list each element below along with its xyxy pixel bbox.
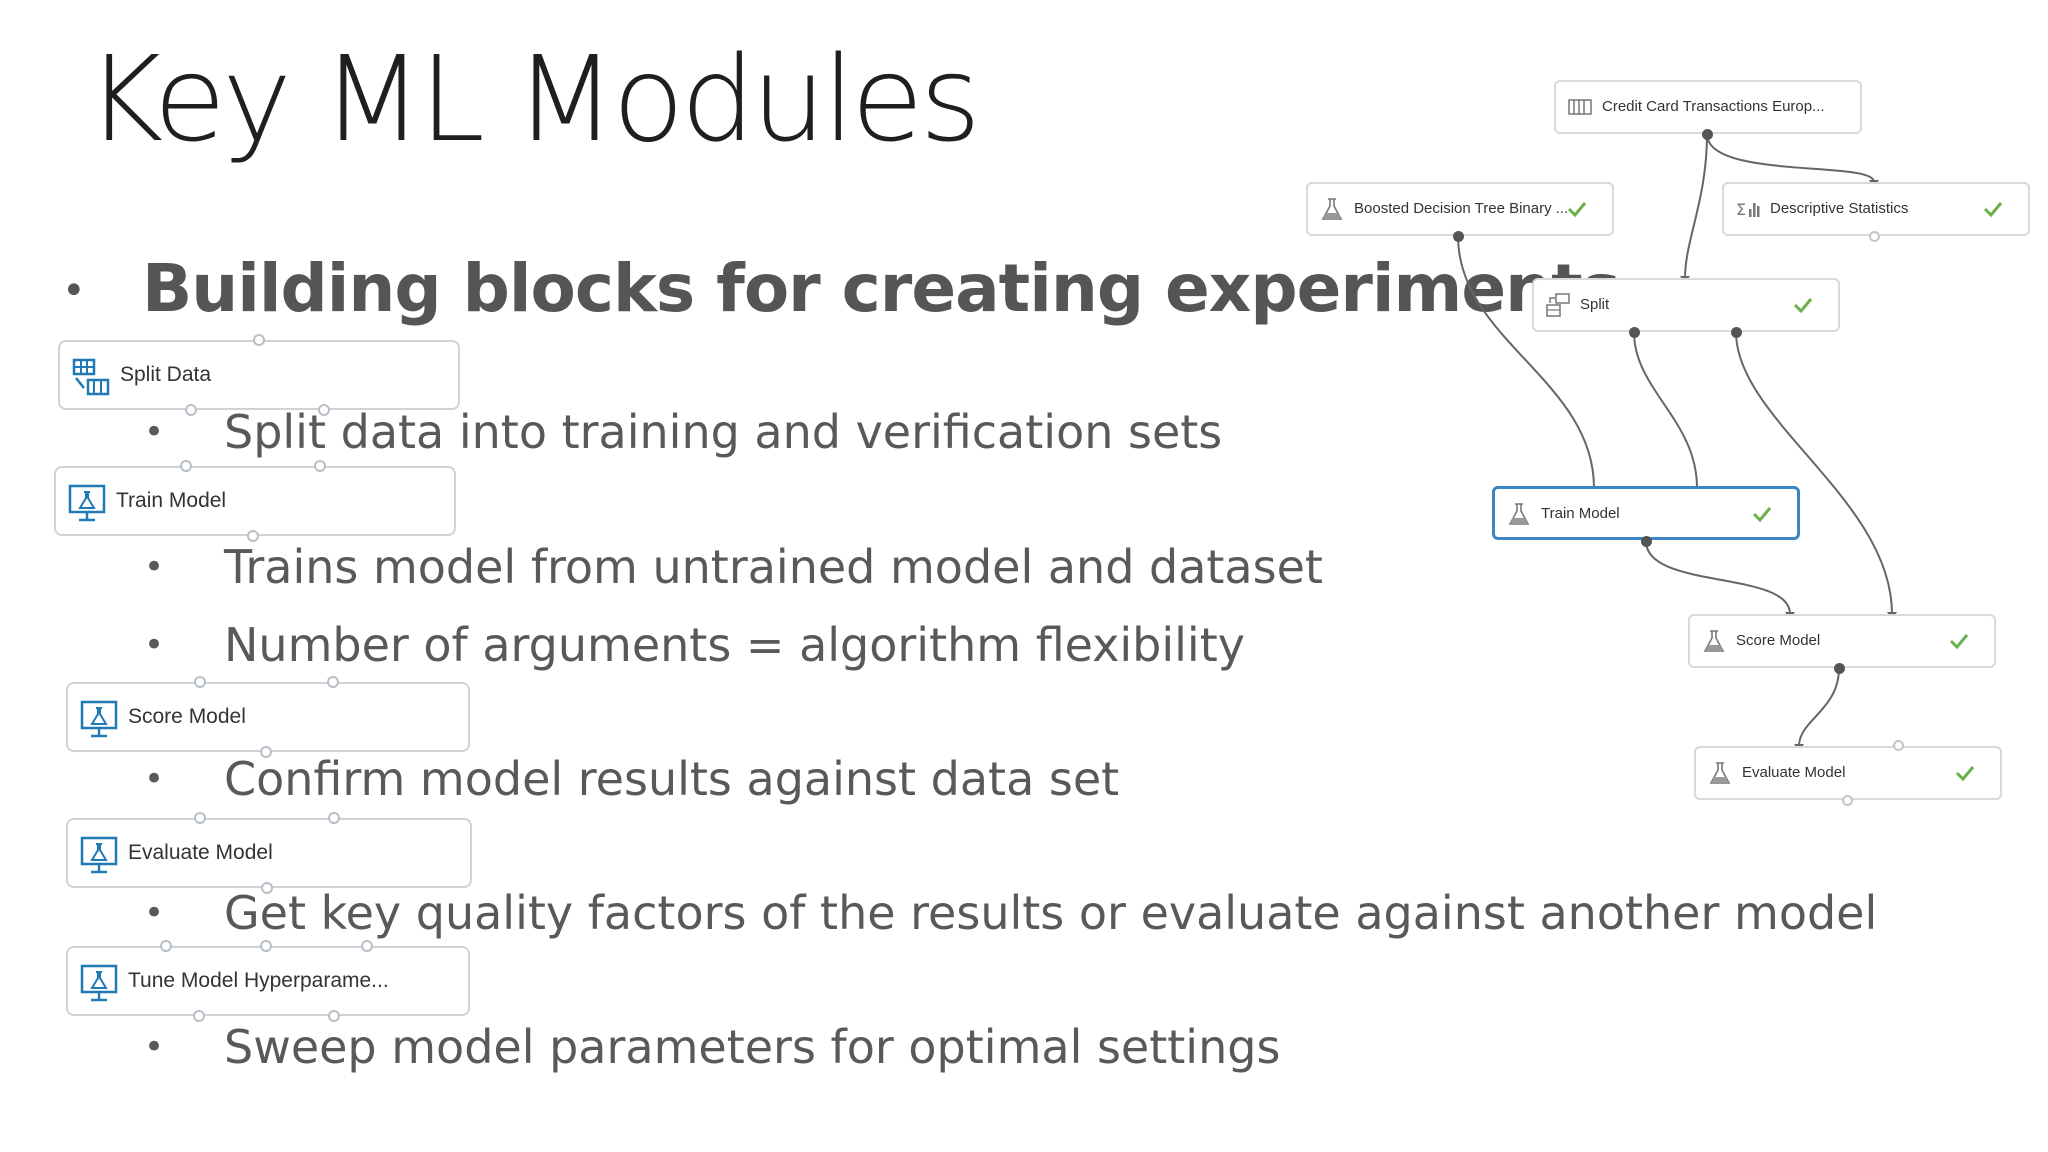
output-port[interactable] <box>261 882 273 894</box>
input-port[interactable] <box>180 460 192 472</box>
workflow-node-split[interactable]: Split <box>1532 278 1840 332</box>
output-port[interactable] <box>1869 231 1880 242</box>
module-evaluate-model[interactable]: Evaluate Model <box>66 812 472 894</box>
workflow-node-dataset[interactable]: Credit Card Transactions Europ... <box>1554 80 1862 134</box>
node-label: Credit Card Transactions Europ... <box>1602 98 1825 115</box>
node-label: Score Model <box>1736 632 1821 649</box>
node-label: Descriptive Statistics <box>1770 200 1909 217</box>
input-port[interactable] <box>194 676 206 688</box>
svg-text:Σ: Σ <box>1736 200 1746 219</box>
evaluate-model-icon <box>80 836 118 874</box>
connection-wire <box>1798 667 1840 747</box>
split-data-icon <box>72 358 110 396</box>
input-port[interactable] <box>314 460 326 472</box>
connection-wire <box>1684 133 1708 279</box>
output-port[interactable] <box>1731 327 1742 338</box>
flask-icon <box>1703 630 1725 652</box>
module-label: Train Model <box>116 489 227 512</box>
score-model-icon <box>80 700 118 738</box>
module-label: Split Data <box>120 363 212 386</box>
connection-wire <box>1645 540 1791 615</box>
flask-icon <box>1321 198 1343 220</box>
output-port[interactable] <box>1834 663 1845 674</box>
bullet-glyph: • <box>144 625 165 665</box>
workflow-node-evaluate-model[interactable]: Evaluate Model <box>1694 746 2002 800</box>
bullet-glyph: • <box>144 547 165 587</box>
check-icon <box>1567 202 1587 218</box>
connection-wire <box>1633 331 1698 489</box>
sub-bullet-text: Trains model from untrained model and da… <box>224 540 1323 594</box>
sub-bullet-text: Number of arguments = algorithm flexibil… <box>224 618 1245 672</box>
output-port[interactable] <box>260 746 272 758</box>
input-port[interactable] <box>1893 740 1904 751</box>
module-label: Score Model <box>128 705 246 728</box>
input-port[interactable] <box>194 812 206 824</box>
bullet-glyph: • <box>144 412 165 452</box>
workflow-node-boosted-decision-tree[interactable]: Boosted Decision Tree Binary ... <box>1306 182 1614 236</box>
check-icon <box>1793 298 1813 314</box>
connection-wire <box>1706 133 1875 183</box>
workflow-node-descriptive-statistics[interactable]: Σ Descriptive Statistics <box>1722 182 2030 236</box>
connection-wire <box>1457 235 1595 489</box>
bullet-glyph: • <box>144 1027 165 1067</box>
statistics-icon: Σ <box>1736 200 1760 219</box>
output-port[interactable] <box>1702 129 1713 140</box>
sub-bullet-text: Confirm model results against data set <box>224 752 1120 806</box>
output-port[interactable] <box>193 1010 205 1022</box>
check-icon <box>1752 507 1772 523</box>
output-port[interactable] <box>318 404 330 416</box>
input-port[interactable] <box>253 334 265 346</box>
bullet-glyph: • <box>144 759 165 799</box>
output-port[interactable] <box>185 404 197 416</box>
node-label: Boosted Decision Tree Binary ... <box>1354 200 1569 217</box>
slide-title: Key ML Modules <box>86 30 981 168</box>
sub-bullet-text: Sweep model parameters for optimal setti… <box>224 1020 1281 1074</box>
input-port[interactable] <box>160 940 172 952</box>
output-port[interactable] <box>1842 795 1853 806</box>
check-icon <box>1955 766 1975 782</box>
flask-icon <box>1508 503 1530 525</box>
module-label: Evaluate Model <box>128 841 273 864</box>
input-port[interactable] <box>260 940 272 952</box>
check-icon <box>1983 202 2003 218</box>
workflow-node-score-model[interactable]: Score Model <box>1688 614 1996 668</box>
main-bullet-text: Building blocks for creating experiments <box>142 250 1621 327</box>
input-port[interactable] <box>327 676 339 688</box>
dataset-icon <box>1568 99 1592 115</box>
workflow-node-train-model[interactable]: Train Model <box>1492 486 1800 540</box>
module-tune-model-hyperparameters[interactable]: Tune Model Hyperparame... <box>66 940 470 1022</box>
connection-wire <box>1735 331 1893 615</box>
output-port[interactable] <box>1629 327 1640 338</box>
module-split-data[interactable]: Split Data <box>58 334 460 416</box>
input-port[interactable] <box>328 812 340 824</box>
output-port[interactable] <box>1453 231 1464 242</box>
node-label: Train Model <box>1541 505 1620 522</box>
output-port[interactable] <box>328 1010 340 1022</box>
bullet-glyph: • <box>144 893 165 933</box>
output-port[interactable] <box>247 530 259 542</box>
bullet-glyph: • <box>62 268 86 314</box>
node-label: Evaluate Model <box>1742 764 1846 781</box>
module-train-model[interactable]: Train Model <box>54 460 456 542</box>
split-icon <box>1546 293 1570 317</box>
sub-bullet-text: Get key quality factors of the results o… <box>224 886 1878 940</box>
output-port[interactable] <box>1641 536 1652 547</box>
module-label: Tune Model Hyperparame... <box>128 969 389 992</box>
check-icon <box>1949 634 1969 650</box>
tune-model-icon <box>80 964 118 1002</box>
input-port[interactable] <box>361 940 373 952</box>
train-model-icon <box>68 484 106 522</box>
flask-icon <box>1709 762 1731 784</box>
sub-bullet-text: Split data into training and verificatio… <box>224 405 1223 459</box>
module-score-model[interactable]: Score Model <box>66 676 470 758</box>
node-label: Split <box>1580 296 1610 313</box>
